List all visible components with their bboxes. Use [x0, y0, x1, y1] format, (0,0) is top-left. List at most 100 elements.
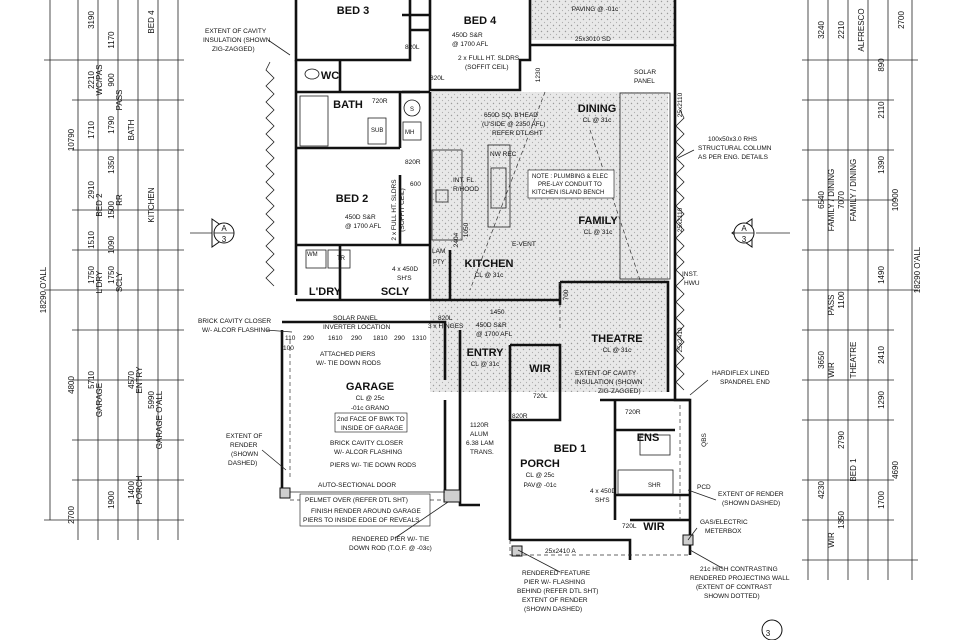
- note-bed2-win-2: @ 1700 AFL: [345, 223, 382, 230]
- dim-value: 1500: [107, 201, 116, 219]
- dim-value: 3240: [817, 21, 826, 39]
- room-laundry: L'DRY: [309, 286, 342, 298]
- dim-value: 5710: [87, 371, 96, 389]
- note-brick-closer2-2: W/- ALCOR FLASHING: [334, 449, 402, 456]
- room-entry: ENTRY: [467, 347, 505, 359]
- dim-value: 1700: [877, 491, 886, 509]
- note-cavity-mid-3: ZIG-ZAGGED): [598, 388, 641, 395]
- note-brick-closer2-1: BRICK CAVITY CLOSER: [330, 440, 403, 447]
- dim-1050: 1050: [463, 222, 470, 237]
- room-scullery: SCLY: [381, 286, 410, 298]
- room-family: FAMILY: [578, 215, 618, 227]
- note-bwk-face-1: 2nd FACE OF BWK TO: [337, 416, 405, 423]
- dim-value: 1810: [373, 335, 388, 342]
- dim-value: 6540: [817, 191, 826, 209]
- note-cavity-top-2: INSULATION (SHOWN: [203, 37, 271, 44]
- leader-lines: [261, 39, 723, 573]
- dim-value: 1290: [877, 391, 886, 409]
- note-contrast-4: SHOWN DOTTED): [704, 593, 760, 600]
- left-dim-col3: 1170 900 1790 1350 1500 1090 1750 1900: [107, 31, 116, 509]
- dim-label: GARAGE O'ALL: [155, 390, 164, 449]
- dim-label: FAMILY / DINING: [849, 159, 858, 221]
- room-ensuite: ENS: [637, 432, 660, 444]
- note-pier-tie-1: RENDERED PIER W/- TIE: [352, 536, 430, 543]
- dim-value: 2210: [87, 71, 96, 89]
- pelmet-note-box: [299, 493, 431, 527]
- walls: [280, 0, 692, 560]
- dim-label: ENTRY: [135, 366, 144, 394]
- dim-label: RR: [115, 194, 124, 206]
- mh-label: MH: [405, 130, 414, 136]
- dim-bed1-door: 820R: [512, 413, 528, 420]
- dim-700: 700: [563, 289, 570, 300]
- room-bed-3: BED 3: [337, 5, 369, 17]
- dim-label: PASS: [827, 295, 836, 316]
- note-hardiflex-1: HARDIFLEX LINED: [712, 370, 770, 377]
- room-family-ceiling: CL @ 31c: [584, 229, 614, 236]
- note-ext-render-l-4: DASHED): [228, 460, 257, 467]
- room-garage: GARAGE: [346, 381, 394, 393]
- note-feature-1: RENDERED FEATURE: [522, 570, 591, 577]
- room-wc: WC: [321, 70, 339, 82]
- right-dimensions: 3240 6540 3650 4230 2210 7070 1100 2790 …: [802, 0, 922, 580]
- room-garage-ceiling: CL @ 25c: [356, 395, 386, 402]
- note-bed4-sldrs-2: (SOFFIT CEIL): [465, 64, 509, 71]
- annotations: EXTENT OF CAVITY INSULATION (SHOWN ZIG-Z…: [198, 28, 790, 613]
- note-ext-render-r-2: (SHOWN DASHED): [722, 500, 780, 507]
- dim-4690: 4690: [891, 461, 900, 479]
- dim-value: 100: [283, 345, 294, 352]
- room-bath: BATH: [333, 99, 363, 111]
- note-feature-5: (SHOWN DASHED): [524, 606, 582, 613]
- dim-value: 1310: [412, 335, 427, 342]
- note-event: E-VENT: [512, 241, 536, 248]
- note-ext-render-l-2: RENDER: [230, 442, 258, 449]
- dim-600: 600: [410, 181, 421, 188]
- dim-value: 2700: [897, 11, 906, 29]
- note-rhs-2: STRUCTURAL COLUMN: [698, 145, 772, 152]
- dim-wir-door: 720L: [533, 393, 548, 400]
- dim-theatre-sd: 25x2410: [677, 327, 684, 352]
- note-auto-door: AUTO-SECTIONAL DOOR: [318, 482, 396, 489]
- room-wir: WIR: [529, 363, 550, 375]
- dim-family-sd: 25x2110: [677, 207, 684, 232]
- note-contrast-3: (EXTENT OF CONTRAST: [696, 584, 772, 591]
- dim-label: L'DRY: [95, 270, 104, 293]
- dim-bath-window: 720R: [372, 98, 388, 105]
- dim-label: PORCH: [135, 475, 144, 504]
- note-lam: LAM: [432, 248, 445, 255]
- room-bed-1: BED 1: [554, 443, 586, 455]
- dim-label: FAMILY / DINING: [827, 169, 836, 231]
- room-theatre-ceiling: CL @ 31c: [603, 347, 633, 354]
- right-dim-col3: 2700 890 2110 1390 1490 2410 1290 1700: [877, 11, 906, 509]
- room-garage-floor: -01c GRANO: [351, 405, 389, 412]
- dim-value: 4570: [127, 371, 136, 389]
- dim-value: 1350: [107, 156, 116, 174]
- dim-value: 1350: [837, 511, 846, 529]
- room-entry-ceiling: CL @ 31c: [471, 361, 501, 368]
- right-dim-col1: 3240 6540 3650 4230: [817, 21, 826, 499]
- dim-value: 1710: [87, 121, 96, 139]
- dim-value: 2790: [837, 431, 846, 449]
- dim-entry-door: 820L: [438, 315, 453, 322]
- dim-porch-sd: 25x2410 A: [545, 548, 576, 555]
- note-ext-render-l-3: (SHOWN: [231, 451, 258, 458]
- note-bhead-2: (U'SIDE @ 2350 AFL): [482, 121, 545, 128]
- section-marker-left: A 3: [190, 218, 235, 248]
- room-porch-ceiling: CL @ 25c: [526, 472, 556, 479]
- dim-label: WIR: [827, 532, 836, 548]
- note-bwk-face-2: INSIDE OF GARAGE: [341, 425, 404, 432]
- note-finish-render-2: PIERS TO INSIDE EDGE OF REVEALS: [303, 517, 420, 524]
- dim-label: BED 4: [147, 10, 156, 34]
- room-sub: SUB: [371, 128, 383, 134]
- dim-value: 1610: [328, 335, 343, 342]
- dim-value: 2410: [877, 346, 886, 364]
- note-rhs-1: 100x50x3.0 RHS: [708, 136, 758, 143]
- note-plumbing-1: NOTE : PLUMBING & ELEC: [532, 174, 609, 180]
- room-bed-4: BED 4: [464, 15, 497, 27]
- left-dim-labels: BED 4 PASS WC/PAS BATH BED 2 RR KITCHEN …: [95, 10, 164, 505]
- note-alum-4: TRANS.: [470, 449, 494, 456]
- dim-bed3-door: 820L: [405, 44, 420, 51]
- room-pty: PTY: [433, 260, 445, 266]
- note-alum-1: 1120R: [470, 422, 489, 429]
